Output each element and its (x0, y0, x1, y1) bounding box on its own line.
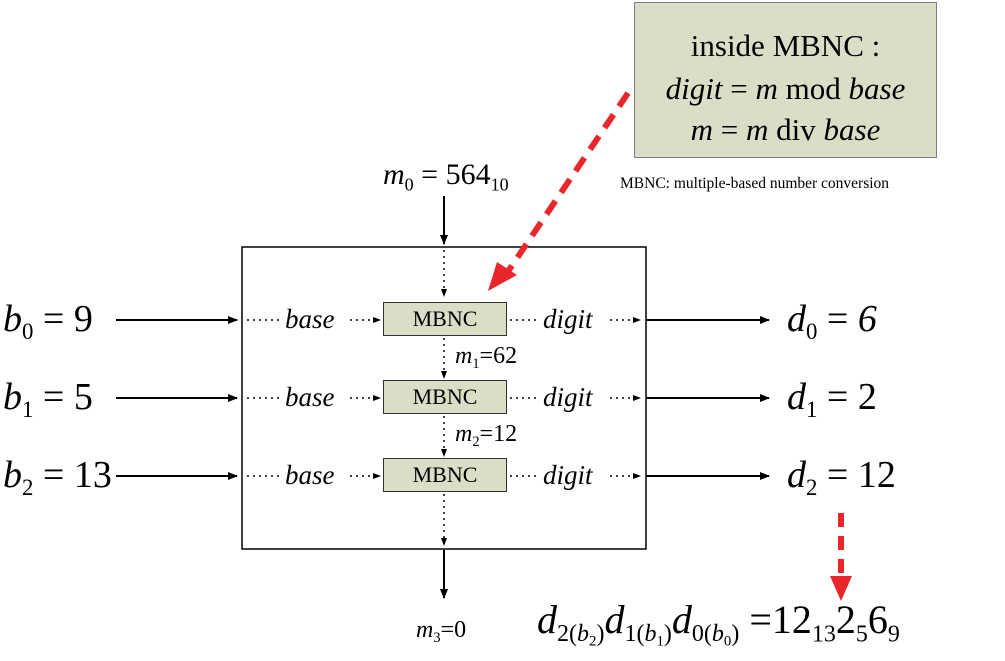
digit-label-0: digit (543, 304, 593, 334)
input-b2: b2 = 13 (3, 454, 112, 500)
result-term-2: d2(b2) (537, 597, 605, 650)
base-label-0: base (285, 304, 335, 334)
output-d1: d1 = 2 (787, 376, 877, 422)
base-label-2: base (285, 460, 335, 490)
mbnc-block-2: MBNC (383, 458, 507, 492)
m2-label: m2=12 (455, 421, 518, 451)
input-b1: b1 = 5 (3, 376, 93, 422)
digit-label-2: digit (543, 460, 593, 490)
m1-label: m1=62 (455, 343, 518, 373)
digit-label-1: digit (543, 382, 593, 412)
note-digit-formula: digit = m mod base (665, 71, 906, 106)
result-term-1: d1(b1) (604, 597, 672, 650)
note-m-formula: m = m div base (690, 112, 881, 147)
red-arrow-to-mbnc (488, 91, 631, 291)
mbnc-block-1: MBNC (383, 380, 507, 414)
final-result: d2(b2)d1(b1)d0(b0) =12132569 (537, 597, 900, 650)
result-equals: = (749, 597, 772, 642)
mbnc-block-0: MBNC (383, 302, 507, 336)
m3-label: m3=0 (416, 617, 467, 647)
footnote: MBNC: multiple-based number conversion (620, 175, 890, 192)
mbnc-definition-box: inside MBNC : digit = m mod base m = m d… (634, 2, 937, 158)
m0-label: m0 = 56410 (383, 158, 509, 195)
red-arrow-to-result (830, 513, 852, 601)
note-title: inside MBNC : (690, 28, 881, 63)
output-d2: d2 = 12 (787, 454, 896, 500)
output-d0: d0 = 6 (787, 298, 877, 344)
base-label-1: base (285, 382, 335, 412)
result-term-0: d0(b0) (671, 597, 740, 650)
input-b0: b0 = 9 (3, 298, 93, 344)
